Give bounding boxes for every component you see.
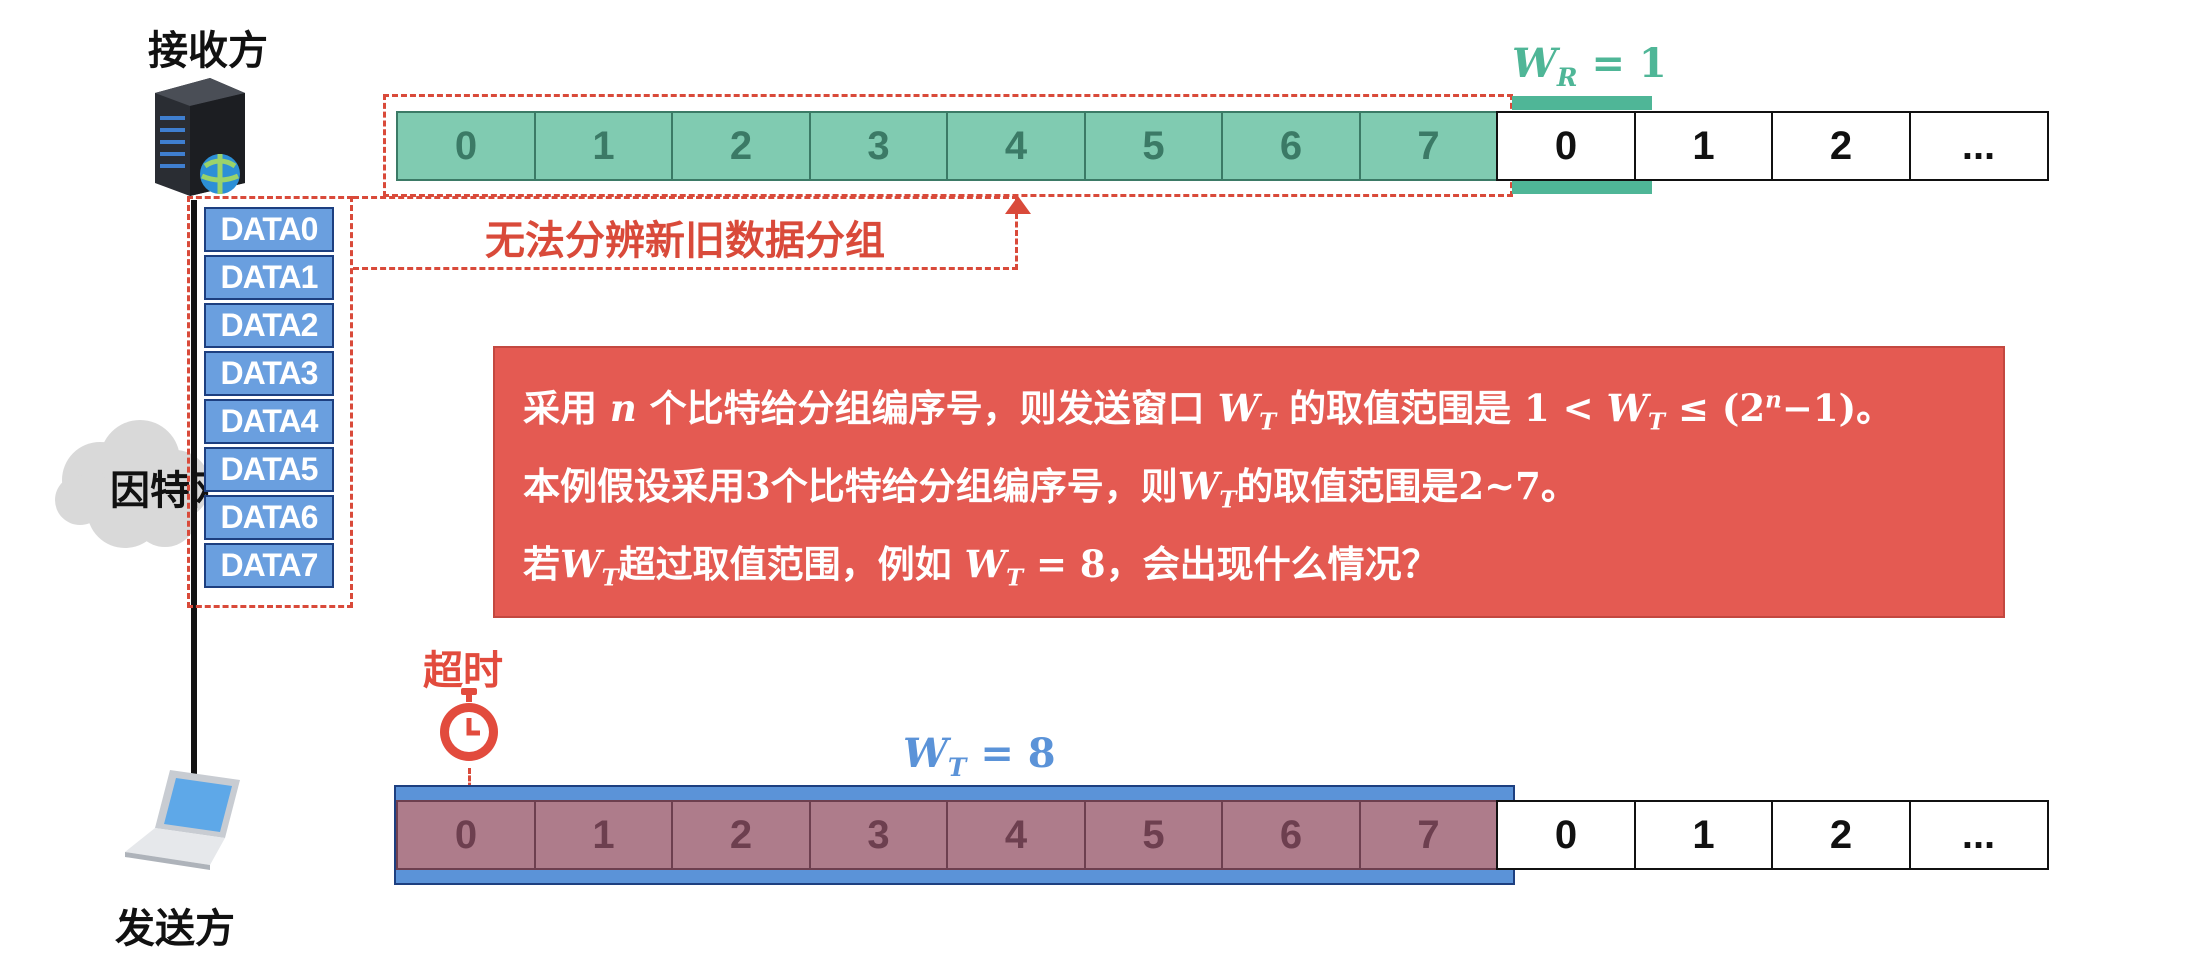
seq-cell-received: 7 xyxy=(1358,111,1499,181)
seq-cell: 1 xyxy=(1633,111,1774,181)
seq-cell-sent: 1 xyxy=(533,800,674,870)
server-icon xyxy=(155,78,245,196)
tip-math-sub: T xyxy=(1648,408,1666,436)
tip-math: W xyxy=(1217,386,1260,430)
sender-window-eq: = 8 xyxy=(980,730,1056,777)
tip-line-1: 采用 n 个比特给分组编序号，则发送窗口 WT 的取值范围是 1 < WT ≤ … xyxy=(523,378,1893,435)
laptop-icon xyxy=(125,770,240,870)
seq-cell-sent: 6 xyxy=(1221,800,1361,870)
cannot-distinguish-label: 无法分辨新旧数据分组 xyxy=(485,218,885,264)
tip-math: = 8 xyxy=(1023,542,1106,586)
sender-window-sub: T xyxy=(947,753,967,782)
seq-cell: 0 xyxy=(1496,800,1636,870)
buffer-item: DATA5 xyxy=(204,447,334,492)
buffer-item: DATA1 xyxy=(204,255,334,300)
tip-text: ，会出现什么情况？ xyxy=(1105,543,1439,586)
tip-text: 本例假设采用 xyxy=(523,465,745,508)
seq-cell-received: 1 xyxy=(533,111,674,181)
buffer-item: DATA3 xyxy=(204,351,334,396)
network-link xyxy=(191,200,197,775)
seq-cell-received: 3 xyxy=(808,111,949,181)
timeout-label: 超时 xyxy=(423,648,503,694)
tip-box: 采用 n 个比特给分组编序号，则发送窗口 WT 的取值范围是 1 < WT ≤ … xyxy=(493,346,2005,618)
tip-text: 的取值范围是 xyxy=(1276,387,1524,430)
buffer-item: DATA6 xyxy=(204,495,334,540)
receiver-window-sub: R xyxy=(1556,63,1578,92)
buffer-item: DATA7 xyxy=(204,543,334,588)
receiver-window-var: W xyxy=(1512,40,1557,87)
sender-seq-row: 0 1 2 3 4 5 6 7 0 1 2 ... xyxy=(396,800,2049,870)
buffer-item: DATA0 xyxy=(204,207,334,252)
seq-cell-received: 2 xyxy=(671,111,811,181)
buffer-dashed-box xyxy=(187,196,353,608)
receiver-window-label: WR = 1 xyxy=(1512,40,1667,92)
tip-math-sup: n xyxy=(1765,386,1782,414)
tip-math: W xyxy=(560,542,602,586)
tip-text: 采用 xyxy=(523,387,610,430)
tip-math-sub: T xyxy=(1006,564,1024,592)
tip-math: 3 xyxy=(745,464,771,508)
tip-text: 。 xyxy=(1856,387,1894,430)
seq-cell: 2 xyxy=(1771,800,1911,870)
seq-cell-received: 5 xyxy=(1083,111,1224,181)
connector-dashed-box xyxy=(353,196,1018,270)
tip-math: 2~7 xyxy=(1458,464,1541,508)
seq-cell-sent: 5 xyxy=(1083,800,1224,870)
receive-buffer: DATA0 DATA1 DATA2 DATA3 DATA4 DATA5 DATA… xyxy=(204,207,334,591)
seq-cell-received: 0 xyxy=(396,111,536,181)
tip-math-sub: T xyxy=(1259,408,1277,436)
seq-cell: ... xyxy=(1908,800,2049,870)
tip-math: 1 < xyxy=(1523,386,1607,430)
receiver-window-bottom-bar xyxy=(1512,180,1652,194)
receiver-label: 接收方 xyxy=(148,28,268,74)
seq-cell: ... xyxy=(1908,111,2049,181)
buffer-item: DATA2 xyxy=(204,303,334,348)
receiver-window-eq: = 1 xyxy=(1591,40,1667,87)
seq-cell-sent: 2 xyxy=(671,800,811,870)
seq-cell-sent: 0 xyxy=(396,800,536,870)
tip-text: 。 xyxy=(1540,465,1578,508)
internet-label: 因特网 xyxy=(110,468,208,514)
seq-cell: 2 xyxy=(1771,111,1911,181)
tip-math: W xyxy=(1177,464,1220,508)
tip-math: W xyxy=(1606,386,1649,430)
tip-text: 个比特给分组编序号，则发送窗口 xyxy=(636,387,1218,430)
arrow-up-icon xyxy=(1005,196,1031,214)
timeout-arrow-line xyxy=(468,768,471,796)
sender-label: 发送方 xyxy=(115,906,235,952)
tip-math: ≤ (2 xyxy=(1665,386,1766,430)
seq-cell-sent: 7 xyxy=(1358,800,1499,870)
sender-window-label: WT = 8 xyxy=(903,730,1056,782)
sender-window-var: W xyxy=(903,730,948,777)
tip-math: −1) xyxy=(1781,386,1857,430)
tip-math: n xyxy=(609,386,637,430)
receiver-window-top-bar xyxy=(1512,96,1652,110)
tip-text: 超过取值范围，例如 xyxy=(618,543,965,586)
tip-line-3: 若WT超过取值范围，例如 WT = 8，会出现什么情况？ xyxy=(523,534,1439,591)
tip-math: W xyxy=(964,542,1007,586)
tip-text: 的取值范围是 xyxy=(1236,465,1459,508)
tip-text: 个比特给分组编序号，则 xyxy=(770,465,1178,508)
seq-cell: 0 xyxy=(1496,111,1636,181)
receiver-seq-row: 0 1 2 3 4 5 6 7 0 1 2 ... xyxy=(396,111,2049,181)
seq-cell-sent: 3 xyxy=(808,800,949,870)
seq-cell-received: 6 xyxy=(1221,111,1361,181)
seq-cell-sent: 4 xyxy=(946,800,1086,870)
tip-math-sub: T xyxy=(1219,486,1237,514)
tip-math-sub: T xyxy=(601,564,619,592)
seq-cell: 1 xyxy=(1633,800,1774,870)
tip-line-2: 本例假设采用3个比特给分组编序号，则WT的取值范围是2~7。 xyxy=(523,456,1578,513)
stopwatch-icon xyxy=(440,688,498,761)
buffer-item: DATA4 xyxy=(204,399,334,444)
tip-text: 若 xyxy=(523,543,560,586)
seq-cell-received: 4 xyxy=(946,111,1086,181)
